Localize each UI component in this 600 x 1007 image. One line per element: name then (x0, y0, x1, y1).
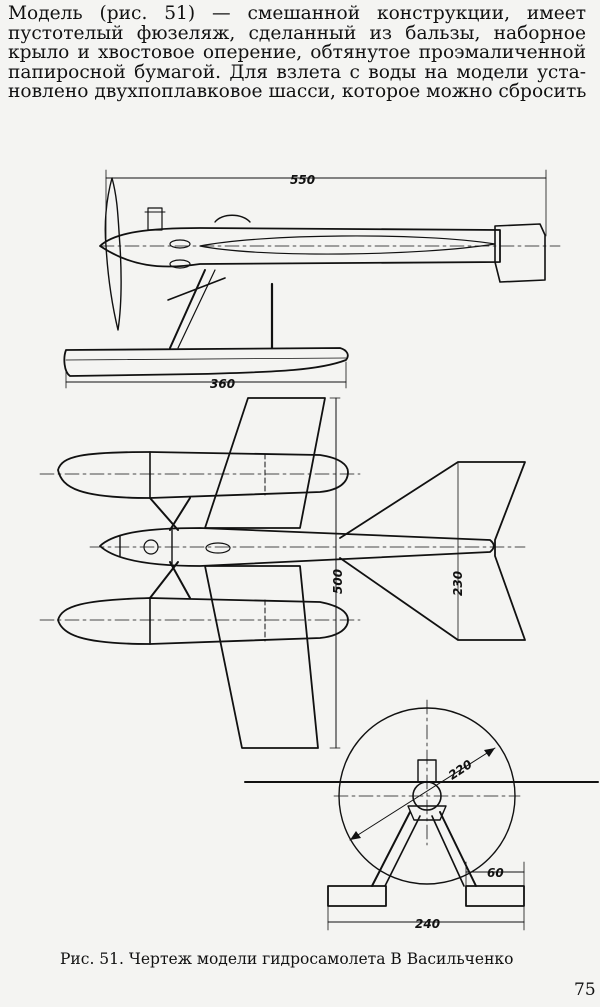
body-paragraph: Модель (рис. 51) — смешанной конструкции… (8, 4, 586, 102)
front-view: 220 60 240 (244, 699, 599, 931)
paragraph-line: папиросной бумагой. Для взлета с воды на… (8, 61, 586, 83)
dim-tail-label: 230 (451, 571, 465, 596)
aircraft-drawing: 550 360 (39, 169, 599, 931)
dim-float-width-label: 60 (487, 866, 504, 880)
top-view: 230 500 (39, 397, 526, 749)
dim-float-label: 360 (210, 377, 235, 391)
figure-caption: Рис. 51. Чертеж модели гидросамолета В В… (60, 950, 514, 968)
page-number: 75 (574, 980, 596, 1000)
dim-track-label: 240 (415, 917, 440, 931)
side-view: 550 360 (63, 169, 561, 391)
paragraph-line: крыло и хвостовое оперение, обтянутое пр… (8, 42, 586, 64)
paragraph-line: пустотелый фюзеляж, сделанный из бальзы,… (8, 22, 586, 44)
dim-span-label: 500 (331, 569, 345, 594)
paragraph-line: Модель (рис. 51) — смешанной конструкции… (8, 3, 586, 24)
dim-prop-label: 220 (446, 757, 475, 782)
paragraph-line: новлено двухпоплавковое шасси, которое м… (8, 81, 587, 103)
dim-length-label: 550 (290, 173, 315, 187)
